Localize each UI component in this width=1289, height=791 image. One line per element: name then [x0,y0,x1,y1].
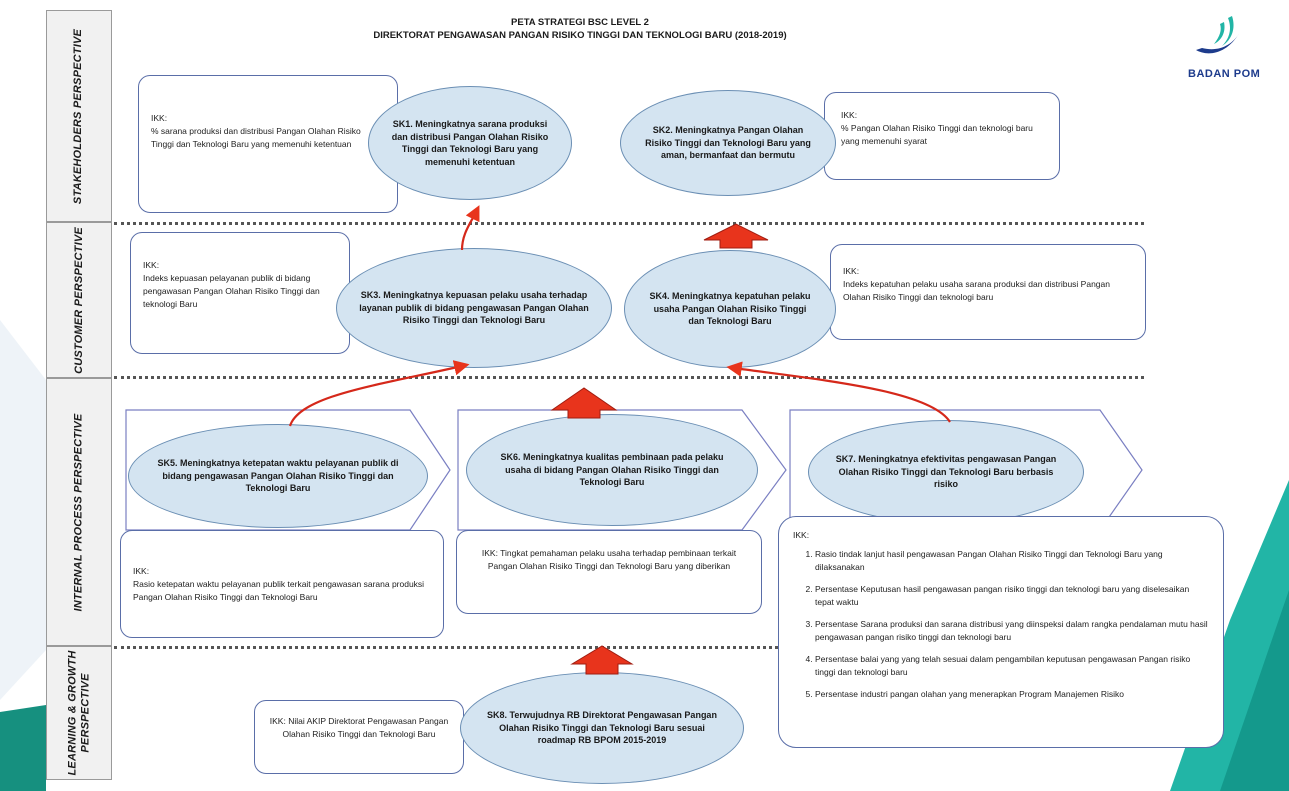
ikk-sk8-text: IKK: Nilai AKIP Direktorat Pengawasan Pa… [269,716,449,739]
sk8-ellipse: SK8. Terwujudnya RB Direktorat Pengawasa… [460,672,744,784]
ikk-sk4-head: IKK: [843,266,860,276]
sk8-text: SK8. Terwujudnya RB Direktorat Pengawasa… [487,710,717,746]
arrow-sk7-to-sk4 [726,361,951,423]
ikk-box-sk7: IKK: Rasio tindak lanjut hasil pengawasa… [778,516,1224,748]
ikk-sk2-text: % Pangan Olahan Risiko Tinggi dan teknol… [841,123,1033,146]
title-line1: PETA STRATEGI BSC LEVEL 2 [511,17,649,28]
badan-pom-logo-icon [1196,16,1240,54]
ikk-box-sk3: IKK: Indeks kepuasan pelayanan publik di… [130,232,350,354]
sk4-text: SK4. Meningkatnya kepatuhan pelaku usaha… [649,291,811,327]
lane-learning: LEARNING & GROWTH PERSPECTIVE [46,646,112,780]
ikk-box-sk2: IKK: % Pangan Olahan Risiko Tinggi dan t… [824,92,1060,180]
separator-stakeholders-customer [114,222,1144,225]
lane-customer: CUSTOMER PERSPECTIVE [46,222,112,378]
sk6-ellipse: SK6. Meningkatnya kualitas pembinaan pad… [466,414,758,526]
title-line2: DIREKTORAT PENGAWASAN PANGAN RISIKO TING… [373,30,787,41]
diagram-title: PETA STRATEGI BSC LEVEL 2 DIREKTORAT PEN… [300,16,860,42]
ikk-sk1-head: IKK: [151,113,168,123]
ikk-sk5-head: IKK: [133,566,150,576]
ikk-sk7-head: IKK: [793,530,810,540]
separator-internal-learning [114,646,1144,649]
ikk-sk7-item: Persentase Sarana produksi dan sarana di… [815,618,1209,644]
sk3-ellipse: SK3. Meningkatnya kepuasan pelaku usaha … [336,248,612,368]
decor-left-shape [0,320,46,791]
sk5-text: SK5. Meningkatnya ketepatan waktu pelaya… [157,458,399,494]
block-arrow-sk4-to-sk2 [703,223,769,249]
sk1-ellipse: SK1. Meningkatnya sarana produksi dan di… [368,86,572,200]
ikk-sk7-item: Persentase Keputusan hasil pengawasan pa… [815,583,1209,609]
ikk-sk3-text: Indeks kepuasan pelayanan publik di bida… [143,273,320,309]
arrow-sk5-to-sk3 [288,360,470,427]
sk3-text: SK3. Meningkatnya kepuasan pelaku usaha … [359,290,589,326]
ikk-sk7-item: Persentase balai yang yang telah sesuai … [815,653,1209,679]
sk7-text: SK7. Meningkatnya efektivitas pengawasan… [835,454,1057,490]
ikk-sk7-list: Rasio tindak lanjut hasil pengawasan Pan… [793,548,1209,701]
ikk-sk2-head: IKK: [841,110,858,120]
separator-customer-internal [114,376,1144,379]
ikk-box-sk4: IKK: Indeks kepatuhan pelaku usaha saran… [830,244,1146,340]
logo-text: BADAN POM [1188,68,1261,80]
block-arrow-sk8-to-sk6 [570,645,634,675]
ikk-sk4-text: Indeks kepatuhan pelaku usaha sarana pro… [843,279,1110,302]
sk4-ellipse: SK4. Meningkatnya kepatuhan pelaku usaha… [624,250,836,368]
sk1-text: SK1. Meningkatnya sarana produksi dan di… [391,119,549,167]
ikk-sk7-item: Persentase industri pangan olahan yang m… [815,688,1209,701]
ikk-box-sk5: IKK: Rasio ketepatan waktu pelayanan pub… [120,530,444,638]
ikk-sk1-text: % sarana produksi dan distribusi Pangan … [151,126,361,149]
sk6-text: SK6. Meningkatnya kualitas pembinaan pad… [500,452,724,488]
ikk-sk6-text: IKK: Tingkat pemahaman pelaku usaha terh… [481,548,737,571]
ikk-sk5-text: Rasio ketepatan waktu pelayanan publik t… [133,579,425,602]
lane-stakeholders: STAKEHOLDERS PERSPECTIVE [46,10,112,222]
ikk-box-sk6: IKK: Tingkat pemahaman pelaku usaha terh… [456,530,762,614]
ikk-box-sk1: IKK: % sarana produksi dan distribusi Pa… [138,75,398,213]
sk7-ellipse: SK7. Meningkatnya efektivitas pengawasan… [808,420,1084,524]
sk2-ellipse: SK2. Meningkatnya Pangan Olahan Risiko T… [620,90,836,196]
sk2-text: SK2. Meningkatnya Pangan Olahan Risiko T… [645,125,811,161]
ikk-box-sk8: IKK: Nilai AKIP Direktorat Pengawasan Pa… [254,700,464,774]
sk5-ellipse: SK5. Meningkatnya ketepatan waktu pelaya… [128,424,428,528]
lane-internal: INTERNAL PROCESS PERSPECTIVE [46,378,112,646]
ikk-sk7-item: Rasio tindak lanjut hasil pengawasan Pan… [815,548,1209,574]
block-arrow-sk6-to-sk4 [550,387,618,419]
arrow-sk3-to-sk1 [460,205,480,251]
ikk-sk3-head: IKK: [143,260,160,270]
